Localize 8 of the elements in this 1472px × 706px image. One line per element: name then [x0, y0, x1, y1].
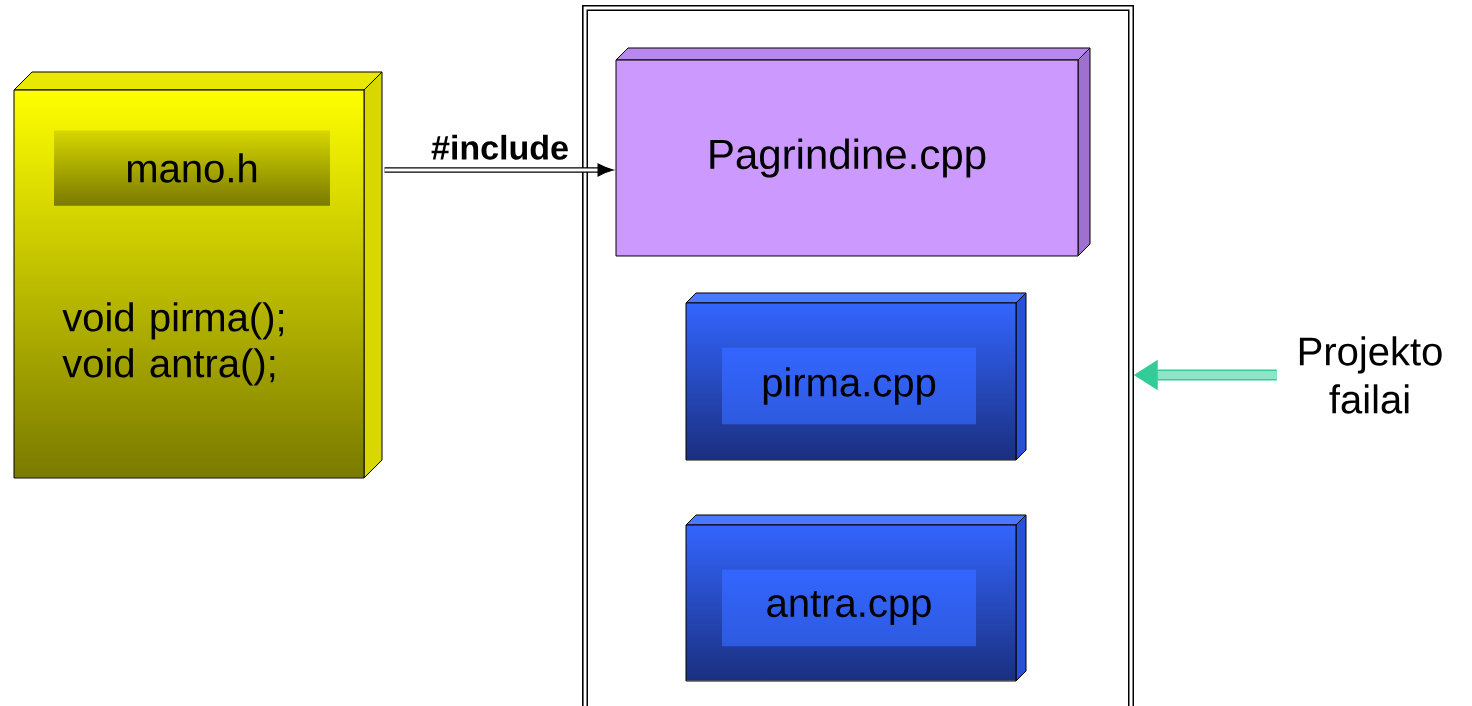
edge-label: #include [431, 134, 568, 160]
file-block: pirma.cpp [685, 292, 1027, 461]
file-block: mano.h void pirma(); void antra(); [13, 71, 383, 479]
file-block: Pagrindine.cpp [615, 47, 1091, 257]
frame-box [582, 5, 1134, 706]
caption-text: Projekto failai [1299, 336, 1442, 414]
arrow [384, 163, 614, 177]
file-block: antra.cpp [685, 514, 1027, 682]
